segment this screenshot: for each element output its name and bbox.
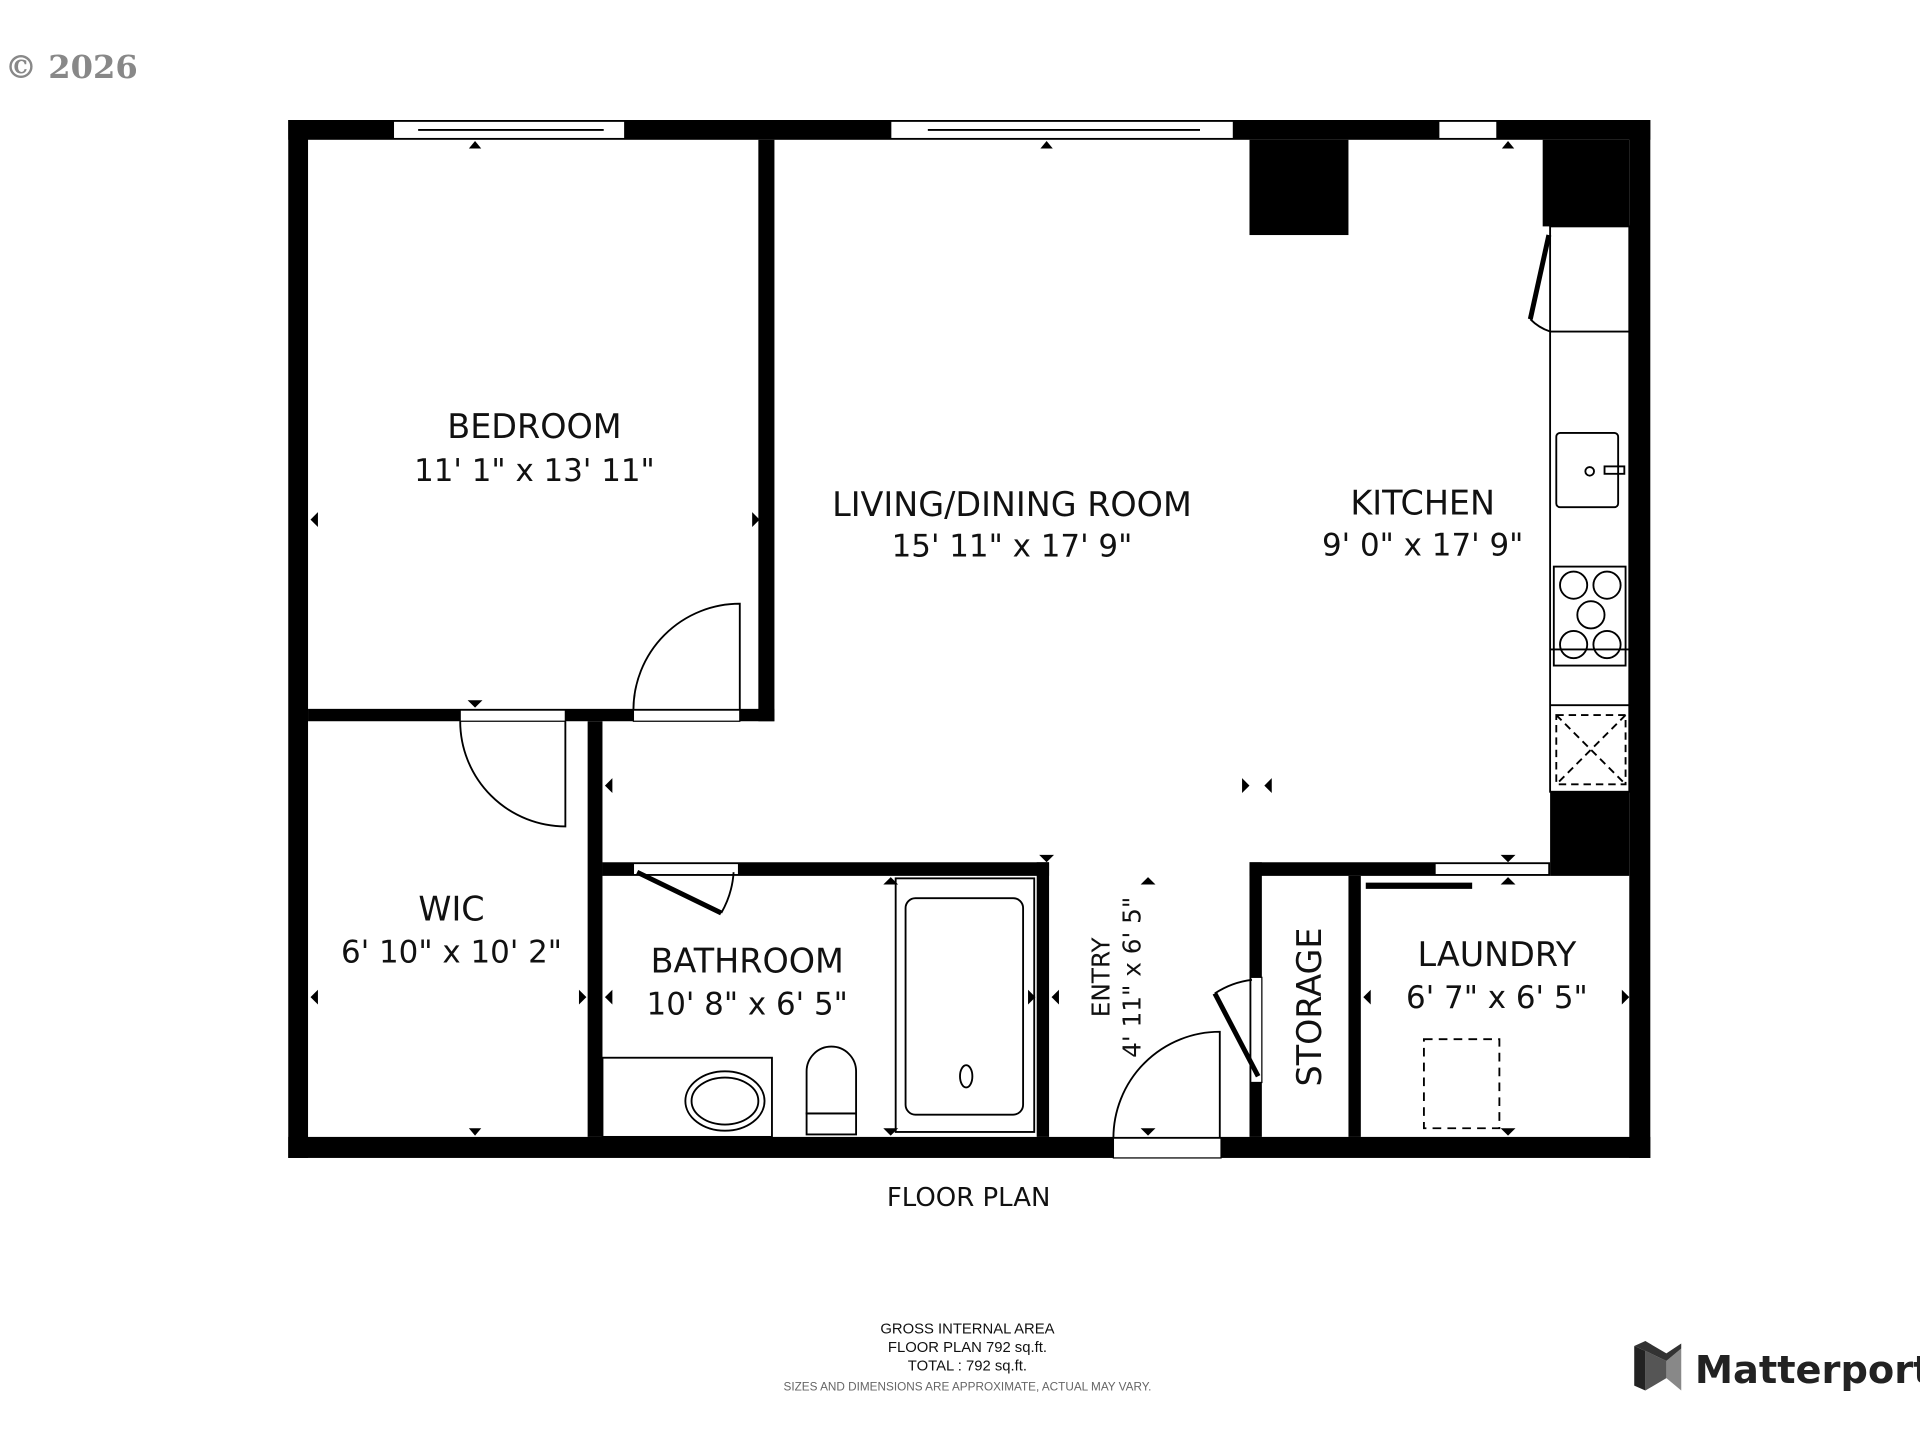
room-name-entry: ENTRY bbox=[1087, 936, 1116, 1017]
doors bbox=[459, 234, 1552, 1159]
dishwasher-icon bbox=[1555, 714, 1627, 786]
room-dims-kitchen: 9' 0" x 17' 9" bbox=[1322, 527, 1523, 563]
room-name-wic: WIC bbox=[418, 889, 484, 928]
room-dims-bathroom: 10' 8" x 6' 5" bbox=[647, 986, 848, 1022]
matterport-logo-icon bbox=[1634, 1341, 1682, 1391]
dimension-markers bbox=[310, 141, 1630, 1136]
area-heading: GROSS INTERNAL AREA bbox=[880, 1322, 1054, 1338]
room-name-bathroom: BATHROOM bbox=[651, 941, 844, 980]
room-dims-living: 15' 11" x 17' 9" bbox=[892, 529, 1133, 565]
area-total: TOTAL : 792 sq.ft. bbox=[908, 1359, 1027, 1375]
sink-icon bbox=[684, 1070, 766, 1132]
sink-icon bbox=[1555, 432, 1620, 509]
room-dims-laundry: 6' 7" x 6' 5" bbox=[1406, 980, 1588, 1016]
room-name-living: LIVING/DINING ROOM bbox=[832, 485, 1192, 524]
bathroom-fixtures bbox=[601, 877, 1036, 1138]
walls bbox=[288, 120, 1651, 1158]
plan-label: FLOOR PLAN bbox=[887, 1183, 1051, 1213]
room-name-storage: STORAGE bbox=[1290, 928, 1329, 1087]
copyright: © 2026 bbox=[5, 48, 138, 86]
kitchen-fixtures bbox=[1549, 225, 1631, 793]
bathtub-icon bbox=[894, 877, 1036, 1133]
washer-dryer-icon bbox=[1422, 1038, 1501, 1130]
room-dims-entry: 4' 11" x 6' 5" bbox=[1118, 897, 1147, 1058]
disclaimer: SIZES AND DIMENSIONS ARE APPROXIMATE, AC… bbox=[784, 1381, 1152, 1394]
room-dims-bedroom: 11' 1" x 13' 11" bbox=[414, 453, 655, 489]
room-name-kitchen: KITCHEN bbox=[1350, 484, 1495, 523]
stove-icon bbox=[1552, 565, 1627, 667]
room-dims-wic: 6' 10" x 10' 2" bbox=[341, 934, 562, 970]
room-name-laundry: LAUNDRY bbox=[1418, 935, 1577, 974]
windows bbox=[392, 120, 1498, 140]
toilet-icon bbox=[805, 1045, 858, 1115]
brand-name: Matterport bbox=[1695, 1348, 1920, 1393]
room-name-bedroom: BEDROOM bbox=[447, 407, 621, 446]
area-floor-plan: FLOOR PLAN 792 sq.ft. bbox=[888, 1340, 1047, 1356]
